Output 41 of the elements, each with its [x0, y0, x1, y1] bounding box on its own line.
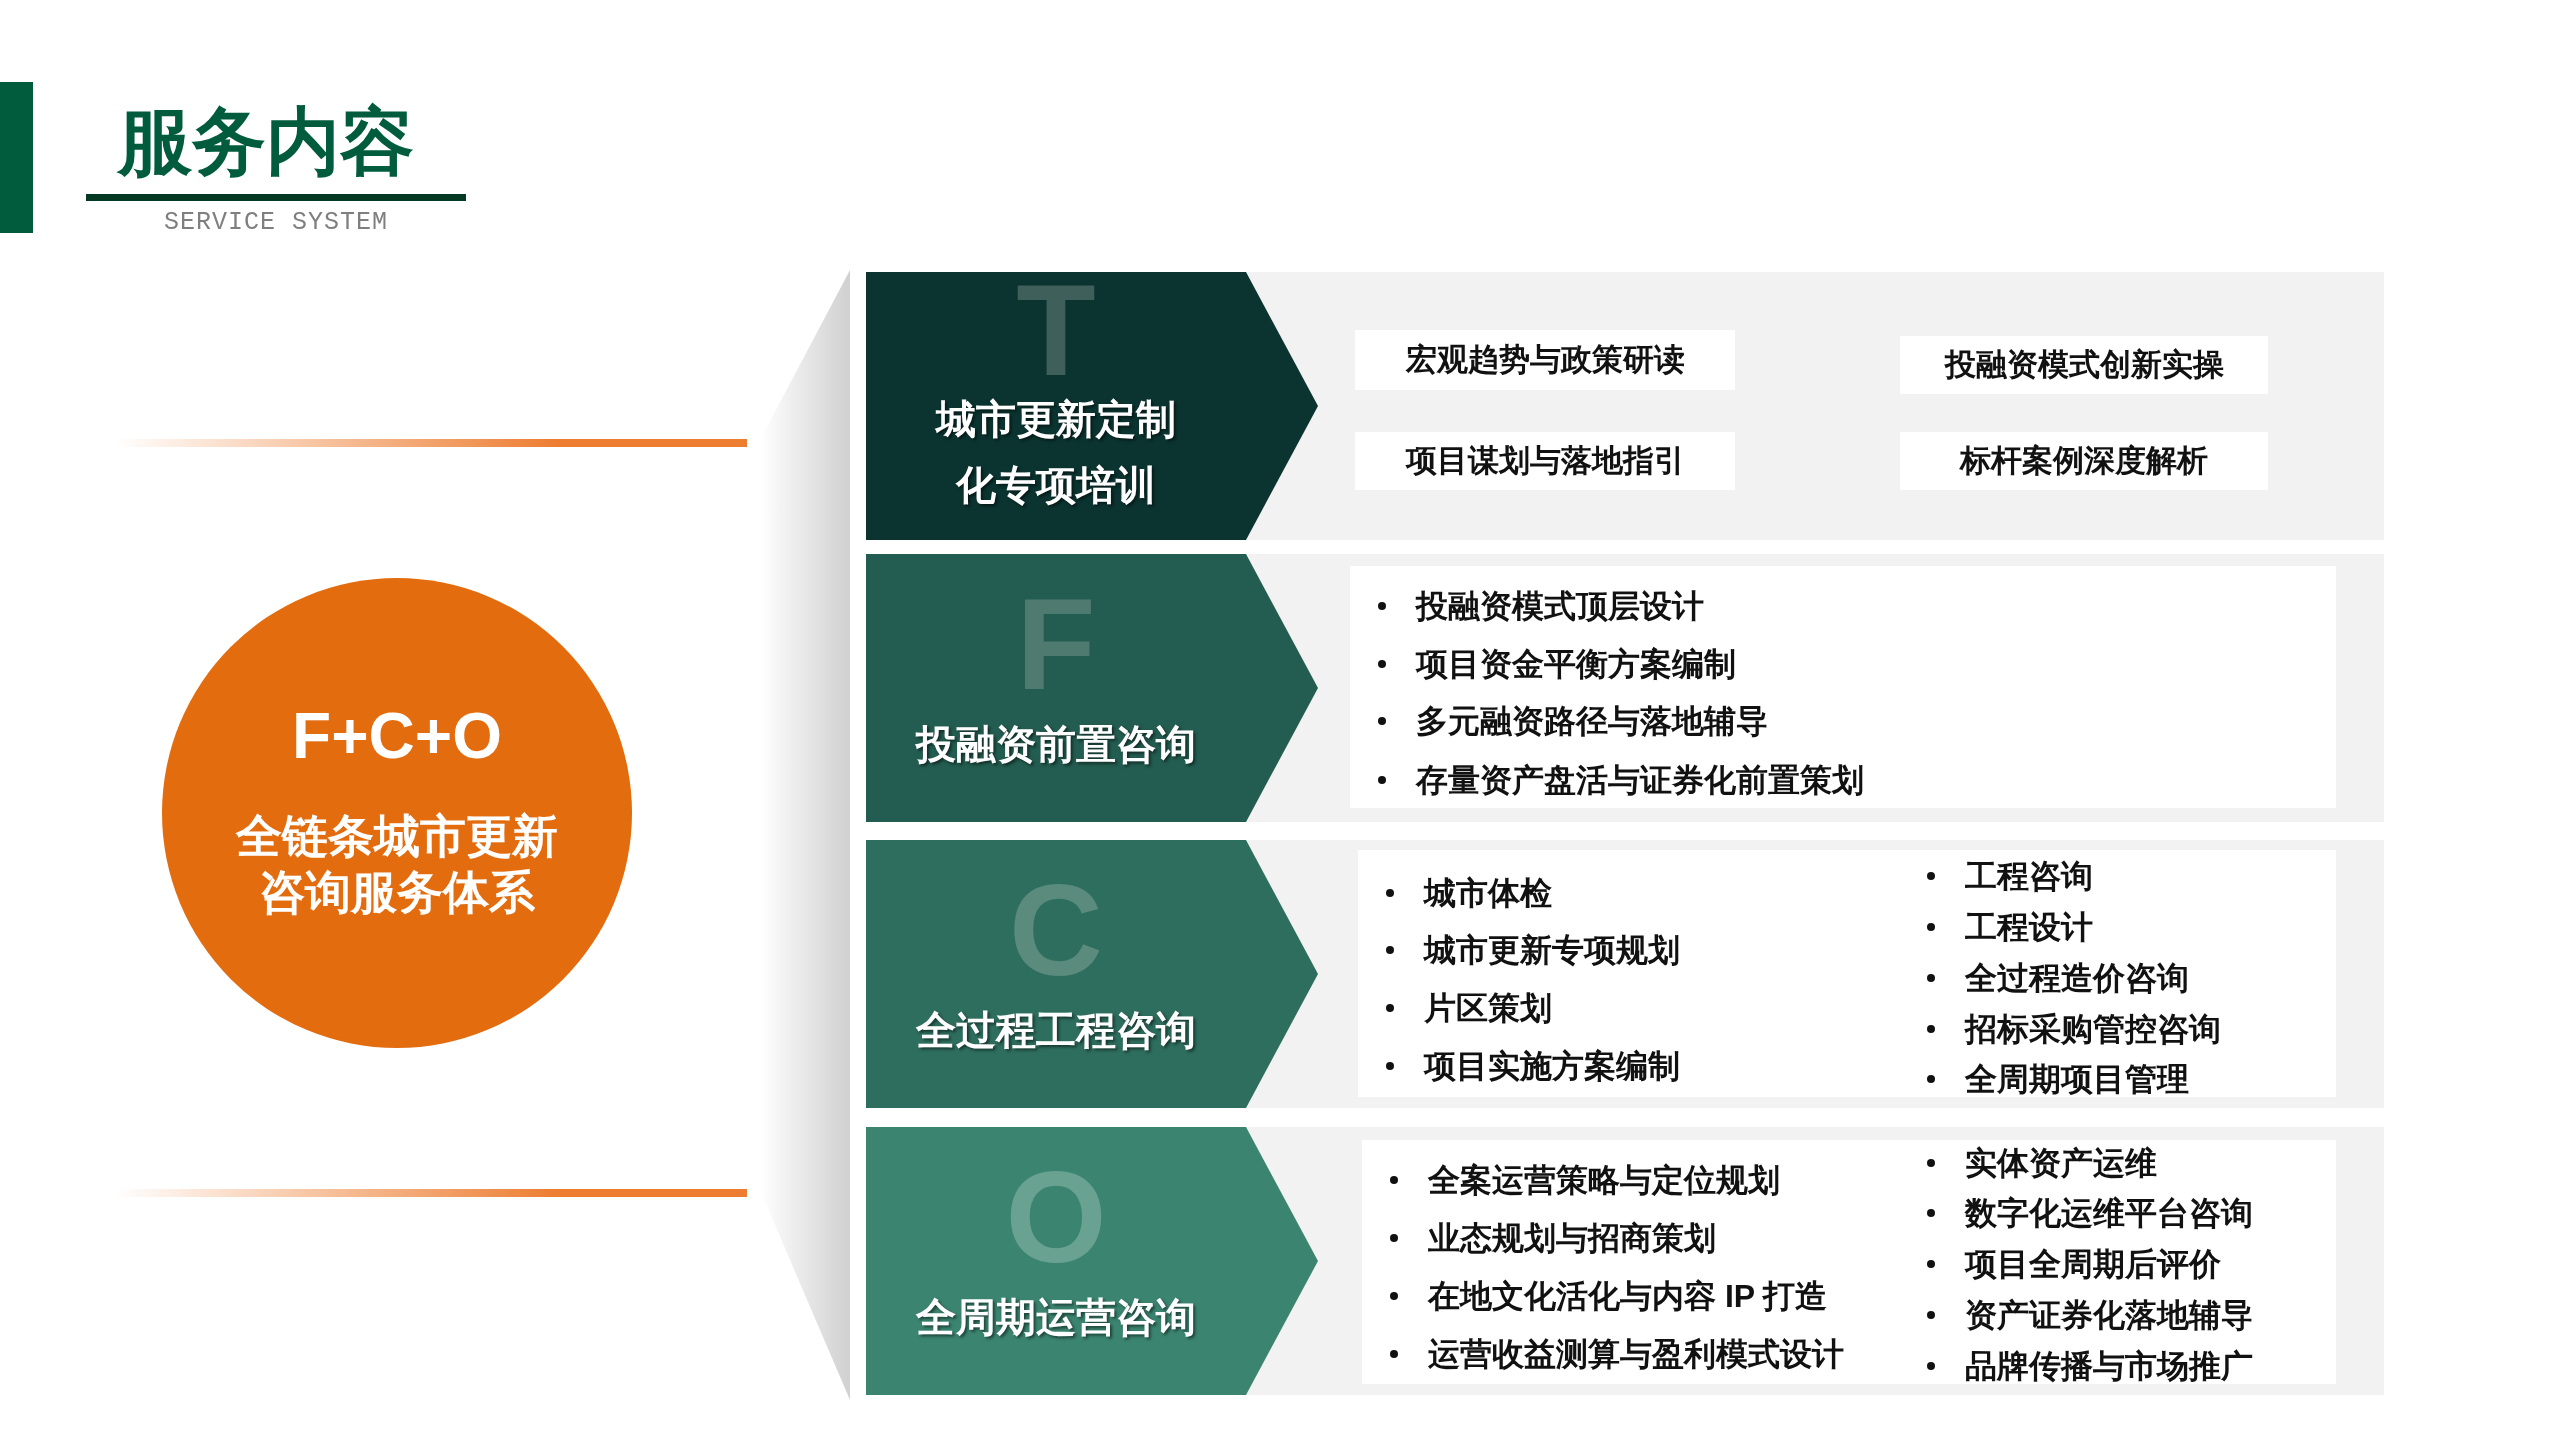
list-panel: [1362, 1140, 2336, 1384]
topic-box: 项目谋划与落地指引: [1355, 432, 1735, 490]
bullet-item: 项目资金平衡方案编制: [1416, 645, 1736, 684]
bullet-item: 存量资产盘活与证券化前置策划: [1416, 761, 1864, 800]
bullet-item: 业态规划与招商策划: [1428, 1219, 1716, 1258]
circle-heading: F+C+O: [291, 699, 503, 774]
bullet-item: 项目实施方案编制: [1424, 1047, 1680, 1086]
chevron-shape: [866, 272, 1318, 540]
chevron-shape: [866, 1127, 1318, 1395]
circle-text: 全链条城市更新咨询服务体系: [234, 809, 559, 920]
bullet-item: 实体资产运维: [1965, 1144, 2157, 1183]
bullet-item: 全周期项目管理: [1965, 1060, 2189, 1099]
bullet-item: 城市更新专项规划: [1424, 931, 1680, 970]
bullet-item: 招标采购管控咨询: [1965, 1010, 2221, 1049]
chevron-title: 城市更新定制化专项培训: [934, 396, 1177, 509]
chevron-title: 投融资前置咨询: [914, 721, 1197, 768]
topic-box: 标杆案例深度解析: [1900, 432, 2268, 490]
bullet-item: 多元融资路径与落地辅导: [1416, 702, 1768, 741]
bullet-item: 投融资模式顶层设计: [1416, 587, 1704, 626]
chevron-shape: [866, 840, 1318, 1108]
bullet-item: 项目全周期后评价: [1965, 1245, 2221, 1284]
chevron-shape: [866, 554, 1318, 822]
bullet-item: 工程咨询: [1965, 857, 2093, 896]
bullet-item: 数字化运维平台咨询: [1965, 1194, 2253, 1233]
chevron-title: 全过程工程咨询: [915, 1007, 1197, 1054]
chevron-title: 全周期运营咨询: [915, 1294, 1197, 1341]
bullet-item: 全过程造价咨询: [1965, 959, 2189, 998]
bullet-item: 运营收益测算与盈利模式设计: [1428, 1335, 1844, 1374]
bullet-item: 品牌传播与市场推广: [1965, 1347, 2253, 1386]
bullet-item: 全案运营策略与定位规划: [1428, 1161, 1780, 1200]
bullet-item: 在地文化活化与内容 IP 打造: [1428, 1277, 1828, 1316]
subtitle: SERVICE SYSTEM: [162, 208, 389, 237]
bullet-item: 资产证券化落地辅导: [1965, 1296, 2253, 1335]
list-panel: [1350, 566, 2336, 808]
topic-box: 投融资模式创新实操: [1900, 336, 2268, 394]
bullet-item: 城市体检: [1424, 874, 1552, 913]
list-panel: [1358, 850, 2336, 1097]
topic-box: 宏观趋势与政策研读: [1355, 330, 1735, 390]
title: 服务内容: [118, 99, 414, 185]
bullet-item: 工程设计: [1965, 908, 2093, 947]
bullet-item: 片区策划: [1424, 989, 1552, 1028]
